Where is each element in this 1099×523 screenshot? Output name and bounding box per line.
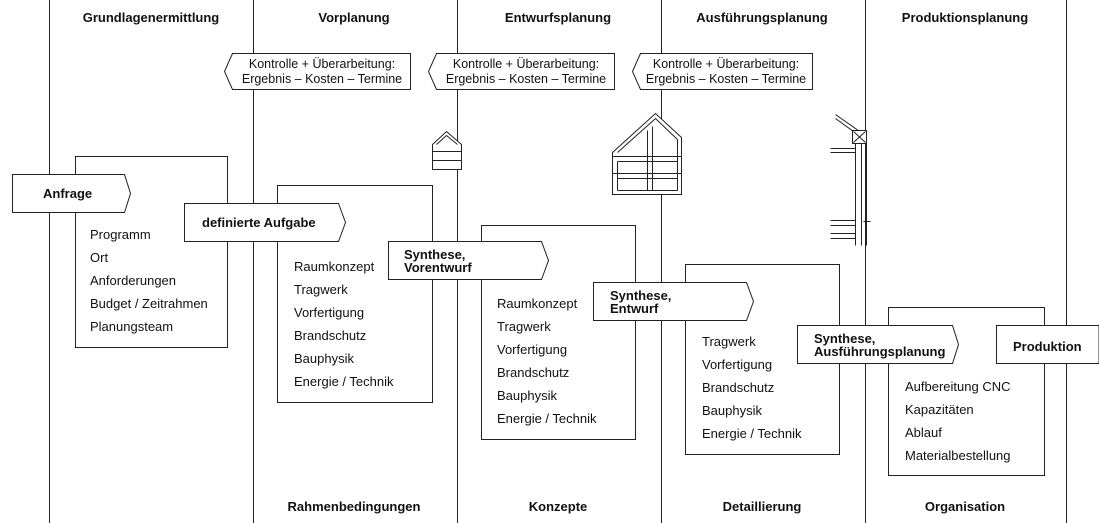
list-item: Aufbereitung CNC xyxy=(905,379,1011,394)
list-item: Ablauf xyxy=(905,425,942,440)
milestone-anfrage: Anfrage xyxy=(43,186,93,201)
milestone-definierte-aufgabe: definierte Aufgabe xyxy=(202,215,316,230)
list-item: Vorfertigung xyxy=(294,305,365,320)
phase-title-vorplanung: Vorplanung xyxy=(318,10,390,25)
list-item: Bauphysik xyxy=(702,403,762,418)
milestone-line-1: Synthese, xyxy=(814,331,876,346)
list-item: Kapazitäten xyxy=(905,402,974,417)
list-item: Anforderungen xyxy=(90,273,177,288)
list-entwurf: Raumkonzept Tragwerk Vorfertigung Brands… xyxy=(497,292,597,430)
milestone-vorentwurf: Synthese, Vorentwurf xyxy=(404,248,472,274)
list-item: Programm xyxy=(90,227,151,242)
list-item: Tragwerk xyxy=(702,334,756,349)
list-item: Brandschutz xyxy=(497,365,570,380)
control-line-1: Kontrolle + Überarbeitung: xyxy=(652,57,800,71)
milestone-arrow-ausfuehrung xyxy=(797,325,960,364)
list-item: Budget / Zeitrahmen xyxy=(90,296,208,311)
list-item: Brandschutz xyxy=(702,380,775,395)
milestone-line-1: Synthese, xyxy=(610,288,672,303)
list-item: Energie / Technik xyxy=(702,426,802,441)
list-ausfuehrung: Tragwerk Vorfertigung Brandschutz Bauphy… xyxy=(702,330,802,445)
list-item: Materialbestellung xyxy=(905,448,1011,463)
phase-footer-organisation: Organisation xyxy=(924,499,1006,514)
list-item: Energie / Technik xyxy=(294,374,394,389)
list-item: Vorfertigung xyxy=(702,357,773,372)
list-item: Planungsteam xyxy=(90,319,174,334)
milestone-line-2: Entwurf xyxy=(610,301,659,316)
list-vorplanung: Raumkonzept Tragwerk Vorfertigung Brands… xyxy=(294,255,394,393)
milestone-arrow-vorentwurf xyxy=(388,241,550,280)
control-text-1: Kontrolle + Überarbeitung: Ergebnis – Ko… xyxy=(234,57,410,87)
box-vorplanung xyxy=(277,185,433,403)
control-line-2: Ergebnis – Kosten – Termine xyxy=(645,72,807,86)
milestone-arrow-aufgabe xyxy=(184,203,347,242)
list-item: Brandschutz xyxy=(294,328,367,343)
control-text-2: Kontrolle + Überarbeitung: Ergebnis – Ko… xyxy=(438,57,614,87)
milestone-line-1: Synthese, xyxy=(404,247,466,262)
control-line-2: Ergebnis – Kosten – Termine xyxy=(445,72,607,86)
control-line-1: Kontrolle + Überarbeitung: xyxy=(452,57,600,71)
list-item: Tragwerk xyxy=(497,319,551,334)
list-item: Raumkonzept xyxy=(294,259,375,274)
milestone-box-produktion xyxy=(996,325,1099,364)
list-item: Bauphysik xyxy=(294,351,354,366)
phase-footer-rahmenbedingungen: Rahmenbedingungen xyxy=(287,499,421,514)
milestone-arrow-entwurf xyxy=(593,282,755,321)
list-item: Tragwerk xyxy=(294,282,348,297)
control-callout-1 xyxy=(223,53,411,90)
phase-title-ausfuehrungsplanung: Ausführungsplanung xyxy=(696,10,828,25)
list-item: Bauphysik xyxy=(497,388,557,403)
list-item: Raumkonzept xyxy=(497,296,578,311)
list-grundlagen: Programm Ort Anforderungen Budget / Zeit… xyxy=(90,223,208,338)
phase-footer-konzepte: Konzepte xyxy=(528,499,588,514)
control-text-3: Kontrolle + Überarbeitung: Ergebnis – Ko… xyxy=(640,57,812,87)
milestone-entwurf: Synthese, Entwurf xyxy=(610,289,671,315)
milestone-line-2: Ausführungsplanung xyxy=(814,344,946,359)
control-callout-2 xyxy=(427,53,615,90)
list-item: Ort xyxy=(90,250,109,265)
control-line-2: Ergebnis – Kosten – Termine xyxy=(241,72,403,86)
control-callout-3 xyxy=(631,53,813,90)
house-sketch-small xyxy=(432,130,462,170)
list-produktion: Aufbereitung CNC Kapazitäten Ablauf Mate… xyxy=(905,375,1011,467)
list-item: Energie / Technik xyxy=(497,411,597,426)
phase-title-produktionsplanung: Produktionsplanung xyxy=(901,10,1029,25)
wall-detail-sketch xyxy=(830,114,871,246)
phase-footer-detaillierung: Detaillierung xyxy=(722,499,802,514)
list-item: Vorfertigung xyxy=(497,342,568,357)
milestone-arrow-anfrage xyxy=(12,174,132,213)
milestone-produktion: Produktion xyxy=(1013,339,1082,354)
phase-title-grundlagenermittlung: Grundlagenermittlung xyxy=(82,10,220,25)
milestone-ausfuehrungsplanung: Synthese, Ausführungsplanung xyxy=(814,332,945,358)
milestone-line-2: Vorentwurf xyxy=(404,260,472,275)
control-line-1: Kontrolle + Überarbeitung: xyxy=(248,57,396,71)
house-sketch-detailed xyxy=(612,112,682,195)
phase-title-entwurfsplanung: Entwurfsplanung xyxy=(504,10,612,25)
